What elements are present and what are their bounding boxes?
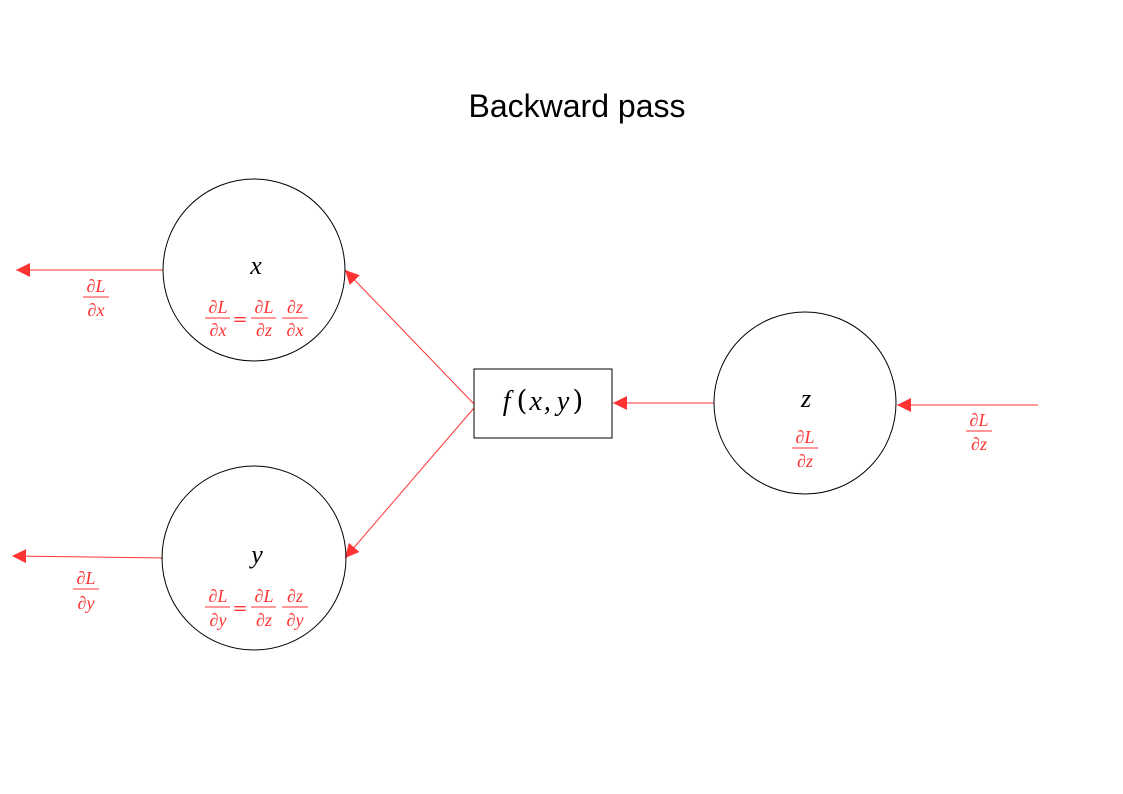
node-y-chain-rule: ∂L ∂y = ∂L ∂z ∂z ∂y [205,586,308,630]
chain-eq: = [232,309,247,330]
label-den: ∂x [88,300,105,320]
chain-num-1: ∂L [209,297,228,317]
arrow-f-to-y [344,407,475,559]
node-y: y ∂L ∂y = ∂L ∂z ∂z ∂y [161,465,347,651]
function-comma: , [544,386,551,417]
arrow-y-out [11,549,164,564]
edge-label-z-in: ∂L ∂z [966,410,992,454]
function-close-paren: ) [572,384,583,417]
node-z: z ∂L ∂z [713,311,897,495]
chain-den-1: ∂x [210,320,227,340]
label-num: ∂L [970,410,989,430]
chain-num-2: ∂L [255,297,274,317]
chain-den-1: ∂y [210,610,227,630]
function-f: f [503,386,514,417]
chain-den-2: ∂z [256,610,272,630]
node-y-label: y [248,540,263,569]
chain-num-1: ∂L [209,586,228,606]
function-box: f(x,y) [473,368,613,439]
grad-den: ∂z [797,451,813,471]
function-arg-x: x [528,386,542,417]
label-den: ∂z [971,434,987,454]
diagram-title: Backward pass [469,88,686,124]
arrow-f-to-x [344,269,475,405]
edge-label-y-out: ∂L ∂y [73,568,99,613]
chain-den-3: ∂y [287,610,304,630]
label-den: ∂y [78,593,95,613]
node-z-label: z [800,384,811,413]
edge-label-x-out: ∂L ∂x [83,276,109,320]
grad-num: ∂L [796,427,815,447]
chain-num-2: ∂L [255,586,274,606]
chain-den-2: ∂z [256,320,272,340]
function-arg-y: y [554,386,570,417]
node-x: x ∂L ∂x = ∂L ∂z ∂z ∂x [162,178,346,362]
chain-eq: = [232,598,247,619]
function-open-paren: ( [517,384,528,417]
node-x-chain-rule: ∂L ∂x = ∂L ∂z ∂z ∂x [205,297,308,340]
chain-num-3: ∂z [287,297,303,317]
chain-num-3: ∂z [287,586,303,606]
label-num: ∂L [87,276,106,296]
node-x-label: x [249,251,262,280]
node-z-gradient: ∂L ∂z [792,427,818,471]
function-expression: f(x,y) [503,384,584,417]
label-num: ∂L [77,568,96,588]
chain-den-3: ∂x [287,320,304,340]
